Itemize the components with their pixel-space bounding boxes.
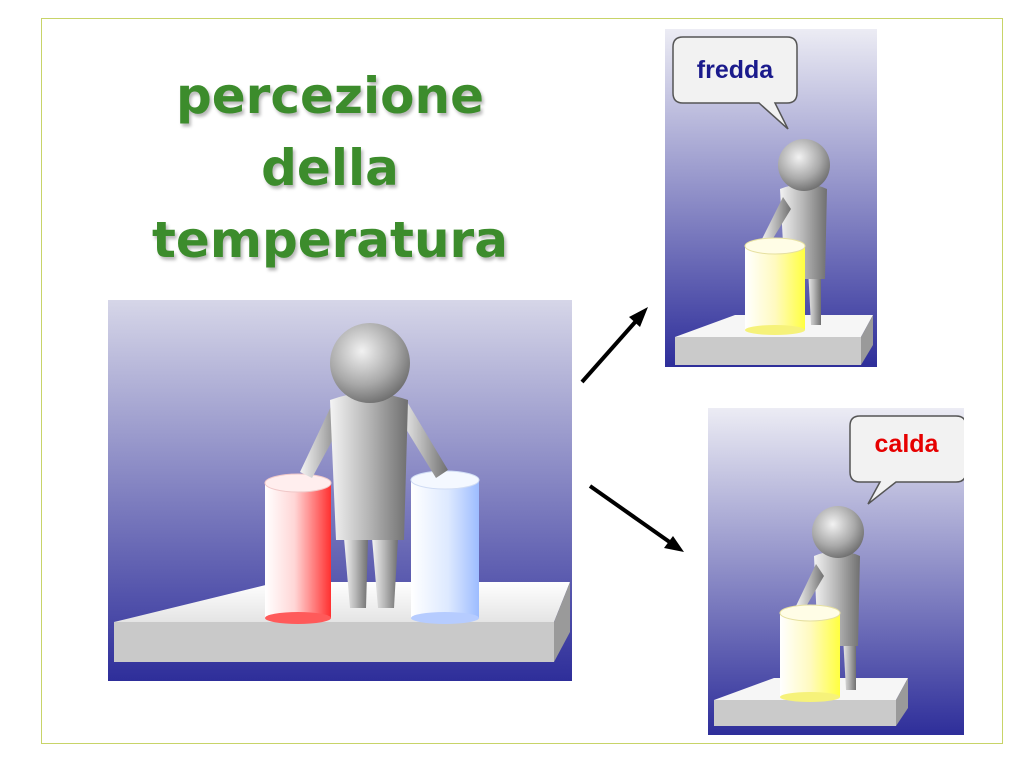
main-scene-illustration: [108, 300, 572, 681]
title-line-2: della: [261, 139, 399, 197]
title-line-1: percezione: [175, 67, 484, 125]
speech-bubble-cold-label: fredda: [696, 56, 774, 84]
slide-title: percezione della temperatura: [90, 60, 570, 276]
slide-frame: [41, 18, 1003, 744]
cold-scene-illustration: [665, 29, 877, 367]
speech-bubble-warm-label: calda: [874, 430, 939, 458]
warm-scene-illustration: [708, 408, 964, 735]
title-line-3: temperatura: [152, 211, 508, 269]
